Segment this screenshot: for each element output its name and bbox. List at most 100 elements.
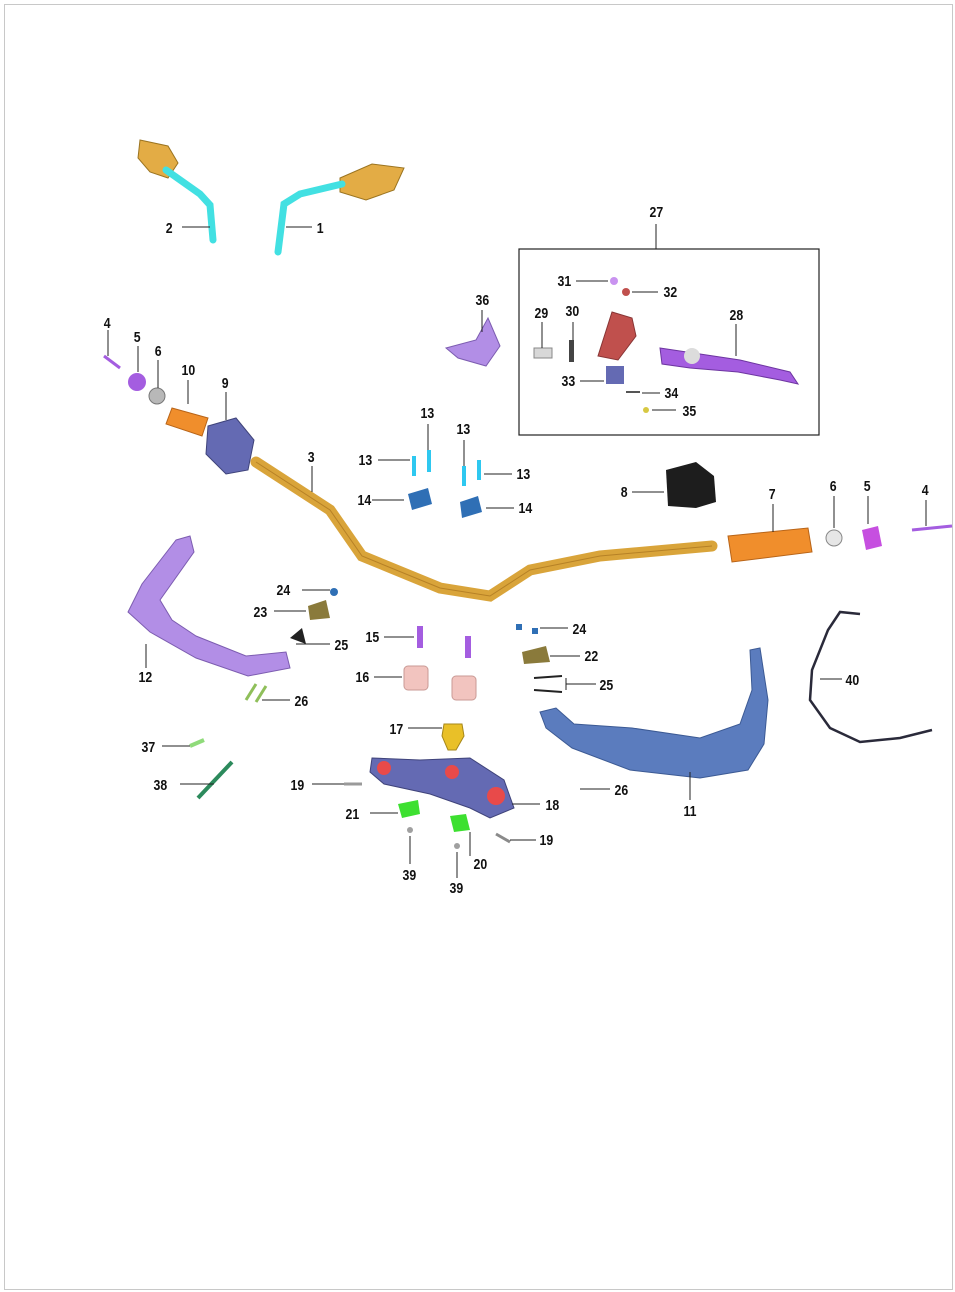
switch-housing	[666, 462, 716, 508]
label-13-c: 13	[457, 421, 471, 437]
label-30: 30	[566, 303, 580, 319]
label-18: 18	[546, 797, 560, 813]
screw-35	[643, 407, 649, 413]
label-4-right: 4	[922, 482, 929, 498]
label-6-right: 6	[830, 478, 837, 494]
label-28: 28	[730, 307, 744, 323]
long-bolt	[196, 760, 234, 800]
label-23: 23	[254, 604, 268, 620]
mirror-left	[137, 139, 217, 244]
label-3: 3	[308, 449, 315, 465]
clutch-cable	[808, 610, 933, 744]
label-22: 22	[585, 648, 599, 664]
screw-32	[622, 288, 630, 296]
label-11: 11	[683, 803, 696, 819]
left-hand-guard	[127, 535, 291, 677]
label-8: 8	[621, 484, 628, 500]
stem-nut	[441, 723, 465, 751]
right-grip	[727, 527, 813, 563]
label-39-a: 39	[403, 867, 417, 883]
label-5-left: 5	[134, 329, 141, 345]
washer-right	[825, 529, 843, 547]
guard-bolt	[254, 685, 268, 703]
label-17: 17	[390, 721, 404, 737]
pinch-bolt	[495, 832, 511, 844]
label-37: 37	[142, 739, 156, 755]
clamp-bolt	[427, 450, 431, 472]
label-15: 15	[366, 629, 380, 645]
diagram-frame	[4, 4, 953, 1290]
handlebar-edge	[255, 461, 713, 597]
washer-left	[148, 387, 166, 405]
riser-bolt	[417, 626, 423, 648]
label-21: 21	[346, 806, 360, 822]
bar-end-bolt-right	[911, 524, 953, 532]
pivot-pin	[533, 347, 553, 359]
screw-39	[454, 843, 460, 849]
handlebar-clamp	[460, 496, 482, 518]
label-5-right: 5	[864, 478, 871, 494]
guard-clamp-bolt	[330, 588, 338, 596]
switch	[606, 366, 624, 384]
riser	[403, 665, 429, 691]
label-26-b: 26	[615, 782, 629, 798]
label-40: 40	[846, 672, 860, 688]
clamp-hole	[377, 761, 391, 775]
upper-triple-clamp	[369, 757, 515, 819]
guard-clamp-bolt	[532, 628, 538, 634]
label-25-b: 25	[600, 677, 614, 693]
guard-clamp	[308, 600, 330, 620]
label-24-b: 24	[573, 621, 587, 637]
label-10: 10	[182, 362, 196, 378]
screw-31	[610, 277, 618, 285]
bar-end-bolt-left	[103, 354, 121, 370]
label-31: 31	[558, 273, 572, 289]
shim	[533, 689, 563, 693]
clamp-hole	[487, 787, 505, 805]
label-36: 36	[476, 292, 490, 308]
bolt-37	[189, 738, 205, 748]
riser	[451, 675, 477, 701]
label-38: 38	[154, 777, 168, 793]
screw-39	[407, 827, 413, 833]
mount-clip-21	[398, 800, 420, 818]
handlebar	[250, 456, 718, 602]
shim	[533, 675, 563, 679]
label-14-b: 14	[519, 500, 533, 516]
label-13-b: 13	[359, 452, 373, 468]
label-2: 2	[166, 220, 173, 236]
label-24-a: 24	[277, 582, 291, 598]
shim	[290, 628, 306, 644]
riser-bolt	[465, 636, 471, 658]
label-29: 29	[535, 305, 549, 321]
label-20: 20	[474, 856, 488, 872]
label-1: 1	[317, 220, 324, 236]
bar-end-weight-right	[862, 526, 882, 550]
guard-clamp	[522, 646, 550, 664]
lever-adjuster	[684, 348, 700, 364]
label-4-left: 4	[104, 315, 111, 331]
callout-labels: 1 2 3 4 5 6 10 9 13 13 13 13 14 14 36 27…	[104, 204, 929, 896]
label-35: 35	[683, 403, 697, 419]
clamp-hole	[445, 765, 459, 779]
label-13-d: 13	[517, 466, 531, 482]
bar-end-weight-left	[128, 373, 146, 391]
clamp-bolt	[412, 456, 416, 476]
label-19-b: 19	[540, 832, 554, 848]
clamp-bolt	[477, 460, 481, 480]
label-26-a: 26	[295, 693, 309, 709]
lever-housing	[597, 311, 637, 361]
label-9: 9	[222, 375, 229, 391]
label-32: 32	[664, 284, 678, 300]
label-34: 34	[665, 385, 679, 401]
mount-clip-20	[450, 814, 470, 832]
mirror-right	[274, 163, 405, 256]
label-25-a: 25	[335, 637, 349, 653]
label-16: 16	[356, 669, 370, 685]
label-12: 12	[139, 669, 153, 685]
clutch-lever	[659, 347, 800, 385]
clamp-bolt	[462, 466, 466, 486]
leader-lines	[107, 226, 927, 878]
